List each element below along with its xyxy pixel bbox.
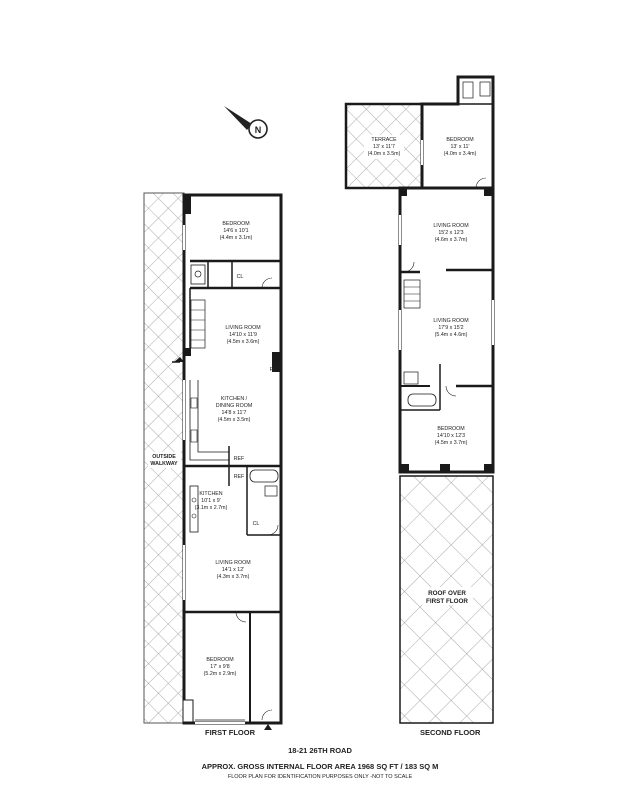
svg-text:14'10 x 11'9: 14'10 x 11'9: [229, 332, 257, 338]
closet-tag: CL: [237, 274, 244, 280]
room-bedroom-1: BEDROOM 14'6 x 10'1 (4.4m x 3.1m): [220, 221, 253, 241]
room-bedroom-3: BEDROOM 13' x 11' (4.0m x 3.4m): [444, 137, 477, 157]
ref-tag-2: REF: [234, 474, 245, 480]
svg-text:LIVING ROOM: LIVING ROOM: [215, 560, 250, 566]
svg-text:WALKWAY: WALKWAY: [150, 461, 178, 467]
second-floor-title: SECOND FLOOR: [420, 728, 481, 737]
svg-text:BEDROOM: BEDROOM: [222, 221, 249, 227]
svg-text:14'8 x 11'7: 14'8 x 11'7: [222, 410, 247, 416]
fireplace-tag: FP: [270, 367, 277, 373]
svg-text:BEDROOM: BEDROOM: [206, 657, 233, 663]
svg-text:DINING ROOM: DINING ROOM: [216, 403, 253, 409]
outside-walkway-label: OUTSIDE WALKWAY: [148, 452, 181, 468]
svg-text:(5.2m x 2.9m): (5.2m x 2.9m): [204, 671, 237, 677]
room-living-4: LIVING ROOM 17'9 x 15'2 (5.4m x 4.6m): [433, 318, 468, 338]
svg-text:(3.1m x 2.7m): (3.1m x 2.7m): [195, 505, 228, 511]
svg-text:BEDROOM: BEDROOM: [446, 137, 473, 143]
svg-text:(4.0m x 3.5m): (4.0m x 3.5m): [368, 151, 401, 157]
room-bedroom-2: BEDROOM 17' x 9'8 (5.2m x 2.9m): [204, 657, 237, 677]
svg-text:17'9 x 15'2: 17'9 x 15'2: [438, 325, 463, 331]
room-living-3: LIVING ROOM 15'2 x 12'3 (4.6m x 3.7m): [433, 223, 468, 243]
room-kitchen-dining: KITCHEN / DINING ROOM 14'8 x 11'7 (4.5m …: [216, 396, 253, 423]
svg-text:14'6 x 10'1: 14'6 x 10'1: [223, 228, 248, 234]
svg-text:KITCHEN: KITCHEN: [199, 491, 222, 497]
compass-letter: N: [255, 125, 262, 135]
svg-text:LIVING ROOM: LIVING ROOM: [433, 223, 468, 229]
roof-label: ROOF OVER FIRST FLOOR: [421, 587, 473, 605]
compass-icon: N: [224, 106, 268, 139]
svg-text:ROOF OVER: ROOF OVER: [428, 590, 466, 597]
room-bedroom-4: BEDROOM 14'10 x 12'3 (4.5m x 3.7m): [435, 426, 468, 446]
entry-arrow-icon: [264, 724, 272, 730]
svg-text:TERRACE: TERRACE: [371, 137, 397, 143]
entry-arrow-icon: [174, 357, 184, 362]
svg-text:BEDROOM: BEDROOM: [437, 426, 464, 432]
svg-text:(4.0m x 3.4m): (4.0m x 3.4m): [444, 151, 477, 157]
svg-text:(4.3m x 3.7m): (4.3m x 3.7m): [217, 574, 250, 580]
svg-text:(4.5m x 3.5m): (4.5m x 3.5m): [218, 417, 251, 423]
room-kitchen: KITCHEN 10'1 x 9' (3.1m x 2.7m): [195, 491, 228, 511]
svg-text:10'1 x 9': 10'1 x 9': [201, 498, 220, 504]
svg-text:14'10 x 12'3: 14'10 x 12'3: [437, 433, 465, 439]
svg-text:15'2 x 12'3: 15'2 x 12'3: [438, 230, 463, 236]
first-floor-title: FIRST FLOOR: [205, 728, 255, 737]
ref-tag-1: REF: [234, 456, 245, 462]
floor-area-text: APPROX. GROSS INTERNAL FLOOR AREA 1968 S…: [201, 762, 439, 771]
svg-text:(5.4m x 4.6m): (5.4m x 4.6m): [435, 332, 468, 338]
svg-text:13' x 11'7: 13' x 11'7: [373, 144, 395, 150]
svg-text:(4.5m x 3.6m): (4.5m x 3.6m): [227, 339, 260, 345]
svg-text:(4.5m x 3.7m): (4.5m x 3.7m): [435, 440, 468, 446]
svg-text:14'1 x 12': 14'1 x 12': [222, 567, 244, 573]
svg-text:(4.4m x 3.1m): (4.4m x 3.1m): [220, 235, 253, 241]
second-floor-plan: TERRACE 13' x 11'7 (4.0m x 3.5m) BEDROOM…: [344, 75, 495, 724]
svg-text:LIVING ROOM: LIVING ROOM: [225, 325, 260, 331]
room-living-2: LIVING ROOM 14'1 x 12' (4.3m x 3.7m): [215, 560, 250, 580]
svg-text:FIRST FLOOR: FIRST FLOOR: [426, 598, 468, 605]
room-living-1: LIVING ROOM 14'10 x 11'9 (4.5m x 3.6m): [225, 325, 260, 345]
svg-text:13' x 11': 13' x 11': [450, 144, 469, 150]
svg-text:OUTSIDE: OUTSIDE: [152, 454, 176, 460]
first-floor-plan: BEDROOM 14'6 x 10'1 (4.4m x 3.1m) CL LIV…: [143, 192, 283, 730]
svg-text:KITCHEN /: KITCHEN /: [221, 396, 248, 402]
closet-tag-2: CL: [253, 521, 260, 527]
room-terrace: TERRACE 13' x 11'7 (4.0m x 3.5m): [364, 135, 404, 159]
svg-text:17' x 9'8: 17' x 9'8: [210, 664, 229, 670]
disclaimer-text: FLOOR PLAN FOR IDENTIFICATION PURPOSES O…: [227, 774, 413, 780]
svg-text:LIVING ROOM: LIVING ROOM: [433, 318, 468, 324]
svg-text:(4.6m x 3.7m): (4.6m x 3.7m): [435, 237, 468, 243]
address-title: 18-21 26TH ROAD: [288, 746, 352, 755]
